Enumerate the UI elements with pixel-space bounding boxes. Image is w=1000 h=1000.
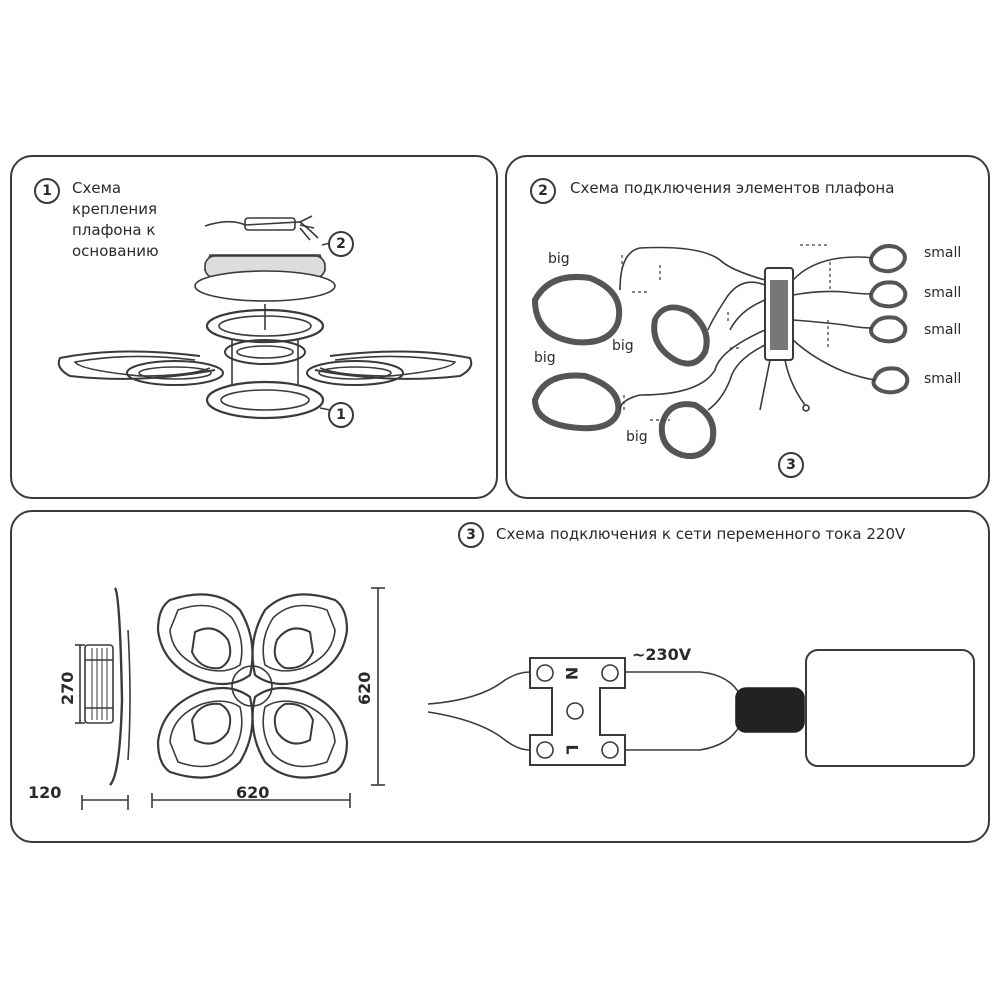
label-big-1: big [548,251,570,267]
side-view [84,587,131,786]
label-small-2: small [924,285,962,301]
small-shade-4 [871,366,910,395]
big-shade-3 [531,372,622,432]
label-big-2: big [612,338,634,354]
base-plate [194,270,336,302]
dim-depth-label: 120 [28,783,62,802]
small-shade-2 [869,280,908,309]
power-supply-box [805,649,975,767]
big-shade-2 [651,304,710,367]
callout-mains-badge: 3 [778,452,804,478]
terminal-N-label: N [562,666,582,681]
step-badge-3: 3 [458,522,484,548]
mounting-title-line-3: плафона к [72,221,156,239]
voltage-label: ~230V [632,645,692,664]
dim-width-label: 620 [236,783,270,802]
big-shade-4 [658,401,717,460]
mains-wiring-panel [10,510,990,843]
power-connector [735,687,805,733]
step-badge-2: 2 [530,178,556,204]
terminal-L-label: L [562,744,582,755]
label-small-1: small [924,245,962,261]
small-shade-1 [869,244,907,274]
label-small-3: small [924,322,962,338]
step-badge-1: 1 [34,178,60,204]
mounting-title-line-2: крепления [72,200,158,218]
shade-wiring-title: Схема подключения элементов плафона [570,179,895,197]
top-view [156,593,349,779]
mounting-title-line-1: Схема [72,179,122,197]
shade-wiring-panel [505,155,990,499]
terminal-block [529,657,626,766]
label-big-4: big [626,429,648,445]
callout-base-badge: 2 [328,231,354,257]
label-small-4: small [924,371,962,387]
small-shade-3 [869,315,908,344]
driver-box [244,217,296,231]
big-shade-1 [531,274,623,346]
mounting-scheme-panel [10,155,498,499]
mains-wiring-title: Схема подключения к сети переменного ток… [496,525,906,543]
callout-shade-badge: 1 [328,402,354,428]
label-big-3: big [534,350,556,366]
mounting-title-line-4: основанию [72,242,159,260]
